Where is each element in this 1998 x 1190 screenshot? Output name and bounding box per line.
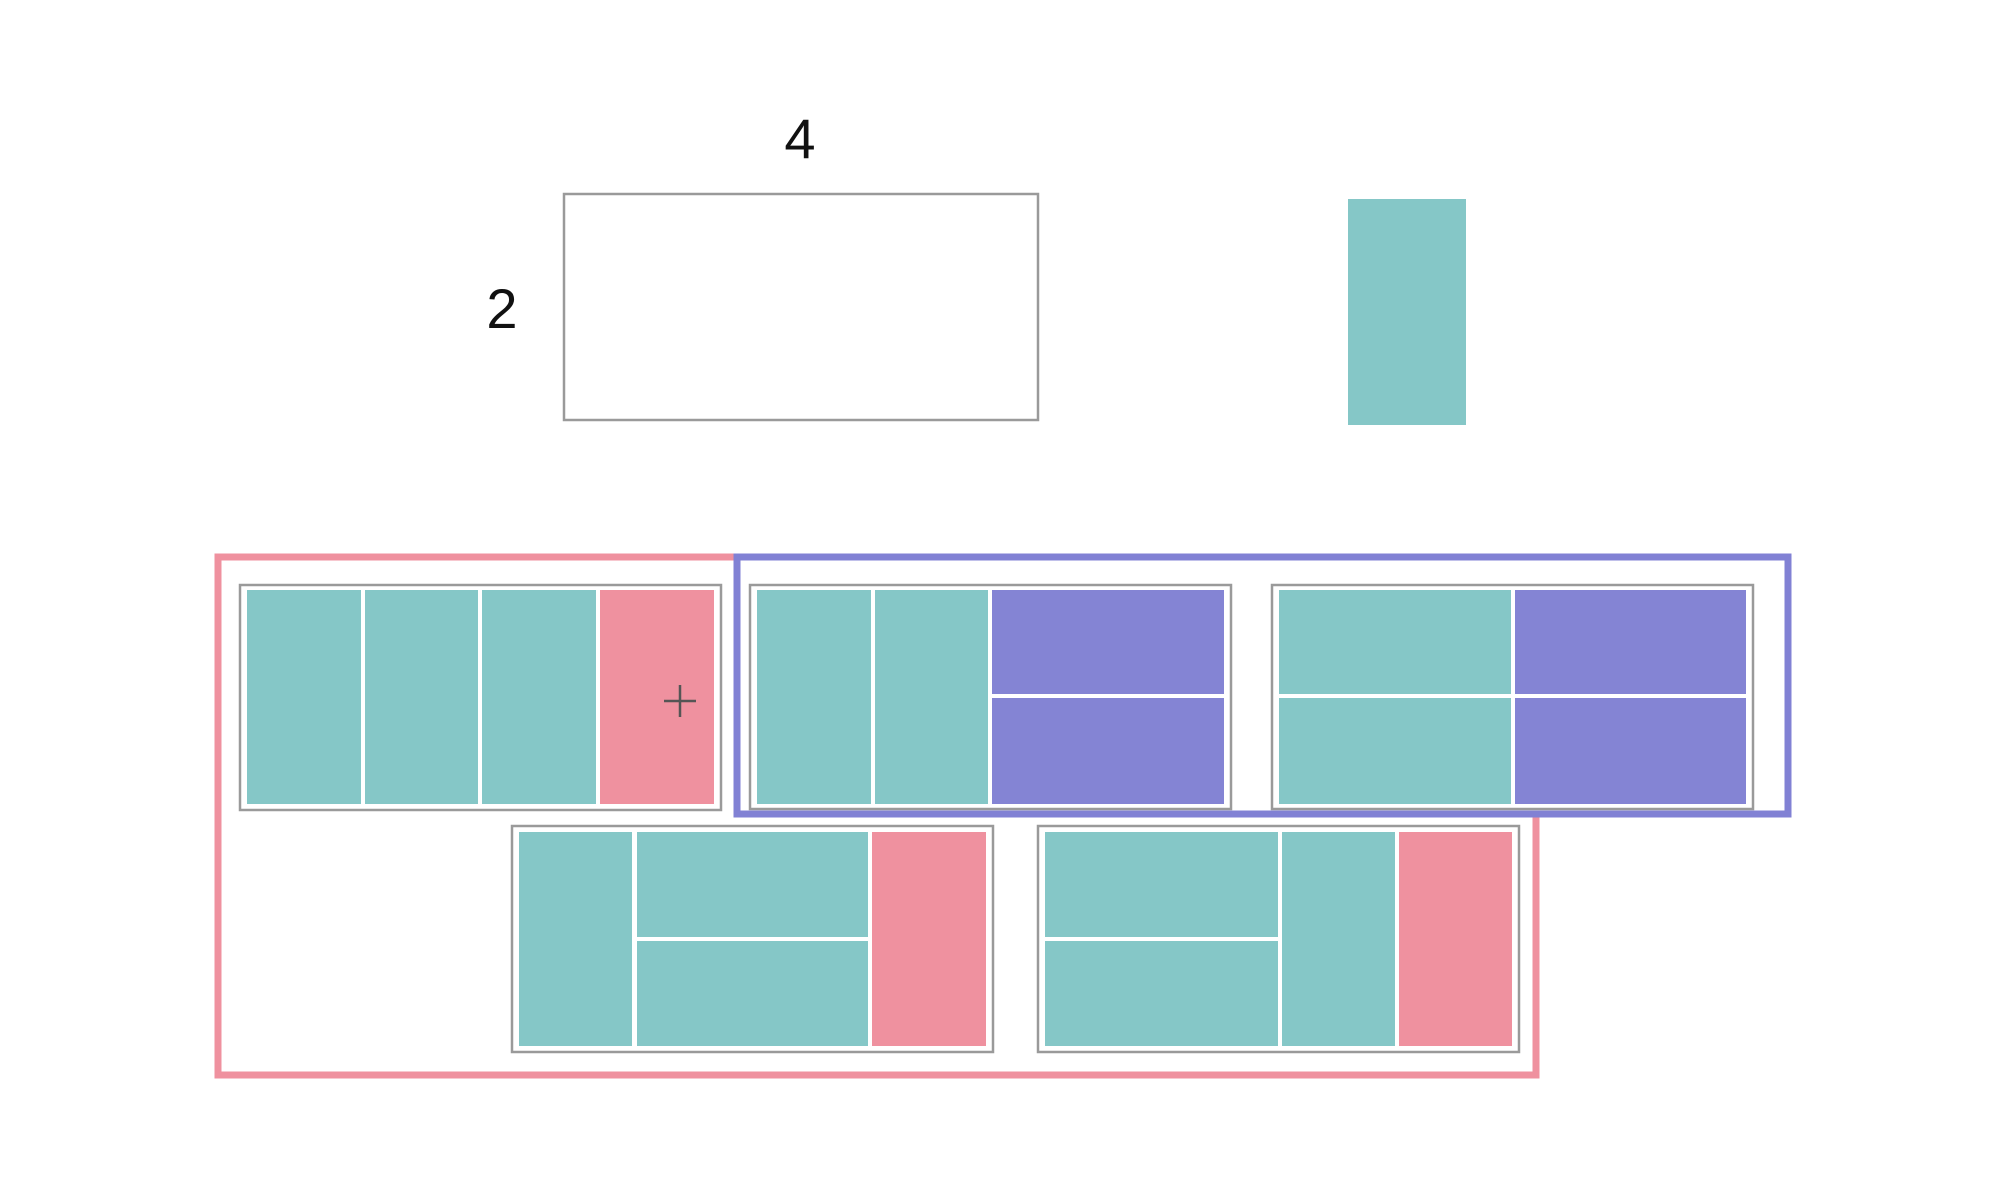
tiling-5: [1036, 824, 1521, 1054]
horizontal-domino: [1045, 832, 1278, 937]
vertical-domino: [519, 832, 632, 1046]
horizontal-domino: [992, 590, 1224, 694]
horizontal-domino: [637, 832, 868, 937]
horizontal-domino: [992, 698, 1224, 804]
tiling-1: [238, 583, 723, 812]
remaining-cell-highlight: [600, 590, 714, 804]
horizontal-domino: [1279, 698, 1511, 804]
remaining-cell-highlight: [1399, 832, 1512, 1046]
remaining-cell-highlight: [872, 832, 986, 1046]
vertical-domino: [875, 590, 988, 804]
width-label: 4: [784, 107, 815, 170]
horizontal-domino: [1515, 590, 1746, 694]
vertical-domino: [247, 590, 361, 804]
horizontal-domino: [637, 941, 868, 1046]
tiling-2: [748, 583, 1233, 811]
crosshair-icon: [664, 685, 696, 717]
vertical-domino: [365, 590, 478, 804]
vertical-domino: [757, 590, 871, 804]
horizontal-domino: [1279, 590, 1511, 694]
vertical-domino: [482, 590, 596, 804]
pink-group-outline: [214, 553, 1540, 1079]
tiling-4: [510, 824, 995, 1054]
domino-tile: [1348, 199, 1466, 425]
horizontal-domino: [1515, 698, 1746, 804]
purple-group-outline: [733, 553, 1792, 818]
height-label: 2: [486, 277, 517, 340]
tiling-3: [1270, 583, 1755, 811]
horizontal-domino: [1045, 941, 1278, 1046]
vertical-domino: [1282, 832, 1395, 1046]
board-rectangle: [562, 192, 1040, 422]
